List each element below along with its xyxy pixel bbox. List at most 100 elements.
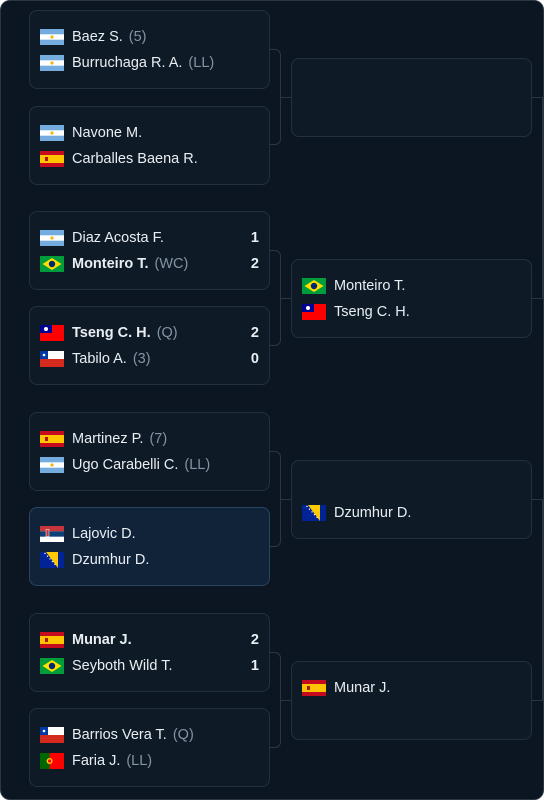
player-seed: (LL) [126,753,153,769]
player-score: 2 [250,256,259,272]
brazil-flag-icon [40,658,64,674]
player-row: Martinez P. (7) [40,429,259,449]
player-seed: (5) [128,29,147,45]
player-seed: (LL) [184,457,211,473]
chile-flag-icon [40,351,64,367]
player-row: Faria J. (LL) [40,751,259,771]
bracket-connector [542,499,543,700]
bosnia-flag-icon [302,505,326,521]
player-row: Barrios Vera T. (Q) [40,725,259,745]
player-name: Dzumhur D. [334,505,412,521]
player-score: 2 [250,325,259,341]
argentina-flag-icon [40,457,64,473]
bracket-connector [269,49,281,145]
serbia-flag-icon [40,526,64,542]
player-name: Dzumhur D. [72,552,150,568]
player-name: Munar J. [334,680,391,696]
bracket-connector [542,97,543,298]
player-name: Faria J. [72,753,121,769]
player-score: 1 [250,230,259,246]
player-row: Baez S. (5) [40,27,259,47]
brazil-flag-icon [302,278,326,294]
brazil-flag-icon [40,256,64,272]
bracket-connector [281,499,291,500]
next-round-card[interactable]: Munar J. [291,661,532,740]
taiwan-flag-icon [302,304,326,320]
spain-flag-icon [40,431,64,447]
match-card[interactable]: Tseng C. H. (Q) 2 Tabilo A. (3) 0 [29,306,270,385]
spain-flag-icon [302,680,326,696]
match-card-selected[interactable]: Lajovic D. Dzumhur D. [29,507,270,586]
match-card[interactable]: Diaz Acosta F. 1 Monteiro T. (WC) 2 [29,211,270,290]
player-name: Tseng C. H. [72,325,151,341]
taiwan-flag-icon [40,325,64,341]
match-card[interactable]: Barrios Vera T. (Q) Faria J. (LL) [29,708,270,787]
next-round-card[interactable]: Dzumhur D. [291,460,532,539]
player-score: 2 [250,632,259,648]
argentina-flag-icon [40,29,64,45]
player-name: Carballes Baena R. [72,151,198,167]
portugal-flag-icon [40,753,64,769]
player-name: Lajovic D. [72,526,136,542]
bracket-connector [531,499,543,500]
player-name: Tseng C. H. [334,304,410,320]
player-name: Barrios Vera T. [72,727,167,743]
bracket-connector [281,298,291,299]
match-card[interactable]: Munar J. 2 Seyboth Wild T. 1 [29,613,270,692]
match-card[interactable]: Baez S. (5) Burruchaga R. A. (LL) [29,10,270,89]
player-score: 1 [250,658,259,674]
player-row: Burruchaga R. A. (LL) [40,53,259,73]
player-name: Munar J. [72,632,132,648]
argentina-flag-icon [40,125,64,141]
player-row: Ugo Carabelli C. (LL) [40,455,259,475]
player-name: Ugo Carabelli C. [72,457,179,473]
player-row: Dzumhur D. [302,503,521,523]
chile-flag-icon [40,727,64,743]
spain-flag-icon [40,632,64,648]
player-name: Seyboth Wild T. [72,658,173,674]
player-row: Monteiro T. [302,276,521,296]
player-row: Tseng C. H. [302,302,521,322]
bracket-connector [281,700,291,701]
spain-flag-icon [40,151,64,167]
player-score: 0 [250,351,259,367]
player-row: Seyboth Wild T. 1 [40,656,259,676]
bracket-connector [531,700,543,701]
player-seed: (3) [132,351,151,367]
match-card[interactable]: Martinez P. (7) Ugo Carabelli C. (LL) [29,412,270,491]
player-name: Baez S. [72,29,123,45]
bracket-connector [531,97,543,98]
player-seed: (7) [149,431,168,447]
next-round-card[interactable]: Monteiro T. Tseng C. H. [291,259,532,338]
player-row: Lajovic D. [40,524,259,544]
player-seed: (LL) [188,55,215,71]
player-name: Tabilo A. [72,351,127,367]
player-seed: (Q) [172,727,194,743]
bracket-connector [269,250,281,346]
player-row: Carballes Baena R. [40,149,259,169]
player-name: Monteiro T. [72,256,149,272]
player-row: Dzumhur D. [40,550,259,570]
player-name: Diaz Acosta F. [72,230,164,246]
player-row: Munar J. [302,678,521,698]
player-name: Martinez P. [72,431,144,447]
match-card[interactable]: Navone M. Carballes Baena R. [29,106,270,185]
argentina-flag-icon [40,230,64,246]
player-row: Diaz Acosta F. 1 [40,228,259,248]
player-row: Tabilo A. (3) 0 [40,349,259,369]
player-row: Navone M. [40,123,259,143]
player-seed: (Q) [156,325,178,341]
player-name: Burruchaga R. A. [72,55,183,71]
bracket-connector [531,298,543,299]
bracket-connector [281,97,291,98]
player-row: Monteiro T. (WC) 2 [40,254,259,274]
player-name: Monteiro T. [334,278,406,294]
bosnia-flag-icon [40,552,64,568]
player-row: Tseng C. H. (Q) 2 [40,323,259,343]
bracket-connector [269,652,281,748]
next-round-card-empty[interactable] [291,58,532,137]
player-name: Navone M. [72,125,143,141]
player-seed: (WC) [154,256,189,272]
bracket-connector [269,451,281,547]
